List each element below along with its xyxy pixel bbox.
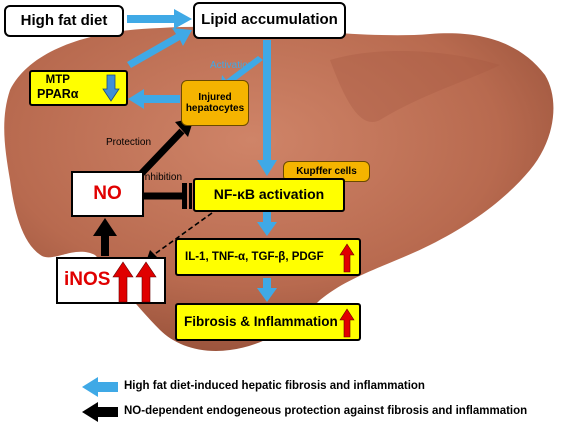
activation-label: Activation <box>210 60 254 71</box>
fibrosis-box: Fibrosis & Inflammation <box>175 303 361 341</box>
mtp-ppar-box: MTP PPARα <box>29 70 128 106</box>
legend-blue-text: High fat diet-induced hepatic fibrosis a… <box>124 380 425 392</box>
inhibition-bar-2 <box>189 183 192 209</box>
liver-lobe-shading <box>330 50 500 122</box>
nfkb-box: NF-κB activation <box>193 178 345 212</box>
no-label: NO <box>93 182 122 204</box>
nfkb-label: NF-κB activation <box>213 186 325 203</box>
injured-hepatocytes-label: Injured hepatocytes <box>185 92 245 114</box>
arrow-diet-to-mtp <box>127 28 192 68</box>
injured-hepatocytes-box: Injured hepatocytes <box>181 80 249 126</box>
inos-label: iNOS <box>64 269 111 291</box>
lipid-accumulation-label: Lipid accumulation <box>201 11 338 29</box>
inhibition-label: Inhibition <box>142 172 183 183</box>
blue-down-arrow-icon <box>102 74 120 102</box>
arrow-cytokines-to-fibrosis <box>257 278 277 302</box>
high-fat-diet-label: High fat diet <box>20 11 108 29</box>
kupffer-cells-label: Kupffer cells <box>296 166 357 177</box>
arrow-injured-to-mtp <box>128 89 180 109</box>
ppar-label: PPARα <box>37 87 79 102</box>
legend-blue-arrow <box>82 377 118 397</box>
legend-black-arrow <box>82 402 118 422</box>
red-up-arrow-icon <box>339 243 355 273</box>
red-up-arrow-icon-2 <box>339 308 355 338</box>
legend-black-text: NO-dependent endogeneous protection agai… <box>124 405 528 417</box>
lipid-accumulation-box: Lipid accumulation <box>193 2 346 39</box>
no-box: NO <box>71 171 144 217</box>
black-arrows <box>93 118 213 262</box>
mtp-label: MTP <box>45 74 70 87</box>
arrow-nfkb-to-cytokines <box>257 212 277 236</box>
arrow-nfkb-to-inos <box>151 212 213 257</box>
arrow-inos-to-no-head <box>93 218 117 236</box>
cytokines-label: IL-1, TNF-α, TGF-β, PDGF <box>185 250 324 263</box>
arrow-no-to-injured <box>137 128 185 178</box>
arrow-lipid-to-nfkb <box>257 40 277 176</box>
inhibition-bar <box>182 183 187 209</box>
double-red-up-arrow-icon <box>112 261 158 303</box>
arrow-hfd-to-lipid <box>127 9 192 29</box>
inos-box: iNOS <box>56 257 166 304</box>
cytokines-box: IL-1, TNF-α, TGF-β, PDGF <box>175 238 361 276</box>
high-fat-diet-box: High fat diet <box>4 5 124 37</box>
fibrosis-label: Fibrosis & Inflammation <box>184 313 338 329</box>
blue-arrows <box>127 9 277 302</box>
protection-label: Protection <box>106 137 152 148</box>
